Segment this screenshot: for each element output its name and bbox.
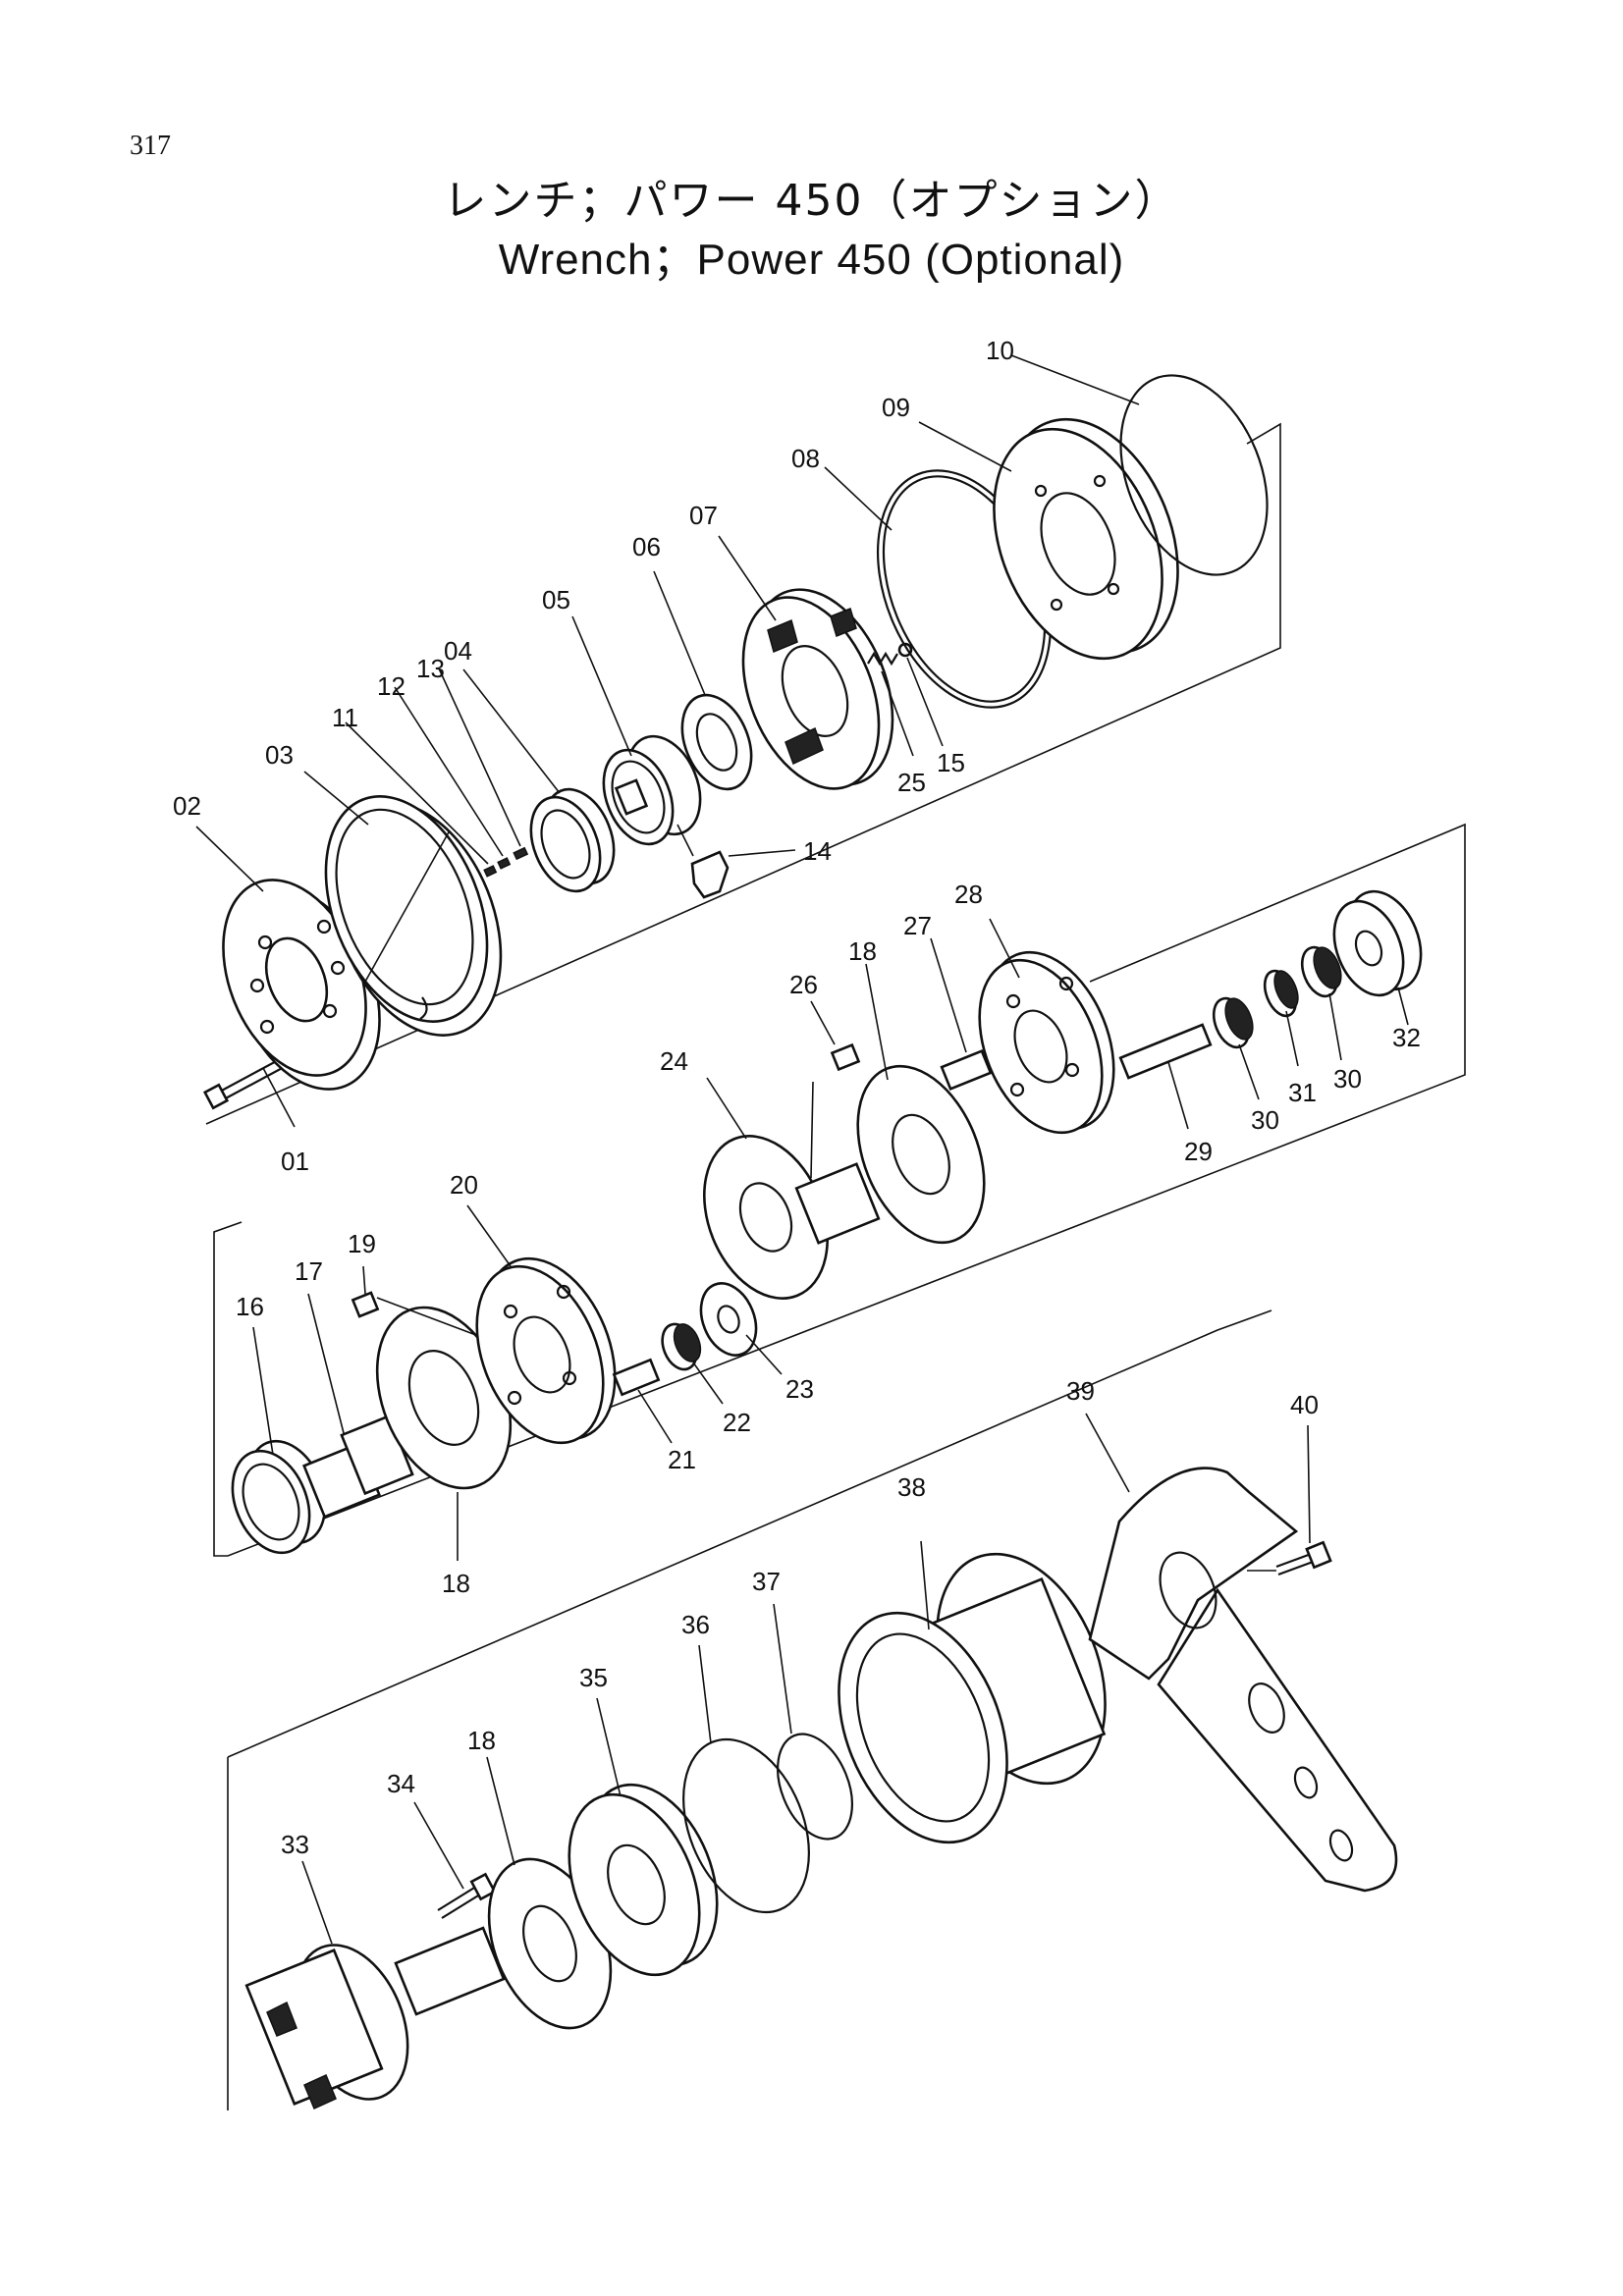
part-03-ring-gear-housing [303,771,503,1037]
callout-07: 07 [689,501,718,530]
callout-35: 35 [579,1663,608,1692]
part-30b-bearing [1300,945,1342,1061]
part-23-planet-gear [699,1282,783,1375]
part-19-screw [351,1265,482,1338]
callout-39: 39 [1066,1376,1095,1406]
callout-11: 11 [332,703,358,732]
part-15-ball [897,642,944,747]
callout-27: 27 [903,911,932,940]
callout-33: 33 [281,1830,309,1859]
callout-40: 40 [1290,1390,1319,1419]
part-20-plate [466,1204,617,1445]
part-05-clutch-gear [571,615,702,846]
callout-38: 38 [897,1472,926,1502]
callout-04: 04 [444,636,472,666]
callout-18-middle: 18 [848,936,877,966]
callout-21: 21 [668,1445,696,1474]
part-37-ring [773,1603,853,1841]
callout-34: 34 [387,1769,415,1798]
callout-05: 05 [542,585,570,614]
part-16-bearing [231,1326,327,1555]
callout-22: 22 [723,1408,751,1437]
part-04-bearing [462,668,616,893]
part-26-screw [810,1000,861,1179]
part-11-13-pins [345,667,529,878]
callout-29: 29 [1184,1137,1213,1166]
part-35-bearing-retainer [568,1697,719,1977]
part-21-pin [612,1358,673,1444]
callout-36: 36 [681,1610,710,1639]
title-japanese: レンチ；パワー 450（オプション） [443,176,1180,226]
part-22-bearing [661,1322,724,1405]
callout-25: 25 [897,768,926,797]
part-31-bearing [1263,969,1299,1067]
callout-30-left: 30 [1251,1105,1279,1135]
callout-32: 32 [1392,1023,1421,1052]
callout-01: 01 [281,1147,309,1176]
callout-23: 23 [785,1374,814,1404]
part-27-pin [930,937,993,1092]
section-frame-2 [213,823,1466,1557]
part-32-gear [1332,889,1423,1026]
part-29-shaft [1118,1023,1213,1130]
part-38-ring-gear [838,1540,1107,1844]
callout-15: 15 [937,748,965,777]
callout-06: 06 [632,532,661,561]
part-10-o-ring [1010,354,1269,576]
callout-20: 20 [450,1170,478,1200]
callout-37: 37 [752,1567,781,1596]
callout-12: 12 [377,671,406,701]
section-frame-1 [205,422,1281,1125]
part-09-plate [918,417,1179,661]
part-34-screw [413,1801,497,1919]
part-39-torque-arm [1085,1413,1398,1893]
callout-18-lower: 18 [442,1569,470,1598]
part-07-carrier [718,535,894,790]
page-number: 317 [130,131,171,161]
part-36-o-ring [682,1644,810,1914]
title-english: Wrench；Power 450 (Optional) [498,236,1125,284]
part-30a-bearing [1212,996,1260,1100]
part-24-carrier [703,1077,881,1300]
callout-14: 14 [803,836,832,866]
callout-10: 10 [986,336,1014,365]
callout-30-right: 30 [1333,1064,1362,1094]
callout-31: 31 [1288,1078,1317,1107]
callout-09: 09 [882,393,910,422]
callout-28: 28 [954,880,983,909]
callout-24: 24 [660,1046,688,1076]
part-02-flange [195,826,381,1091]
callout-19: 19 [348,1229,376,1258]
part-33-socket-adapter [244,1860,506,2110]
callout-17: 17 [295,1256,323,1286]
part-40-bolt [1247,1424,1332,1576]
part-25-spring [867,651,914,757]
callout-08: 08 [791,444,820,473]
part-06-washer [653,570,753,791]
part-14-pawl [676,824,796,899]
callout-02: 02 [173,791,201,821]
callout-13: 13 [416,654,445,683]
section-frame-3 [227,1309,1272,2110]
callout-18-bottom: 18 [467,1726,496,1755]
part-28-plate [978,918,1115,1135]
callout-03: 03 [265,740,294,770]
callout-16: 16 [236,1292,264,1321]
callout-26: 26 [789,970,818,999]
part-18b-washer [856,963,986,1245]
